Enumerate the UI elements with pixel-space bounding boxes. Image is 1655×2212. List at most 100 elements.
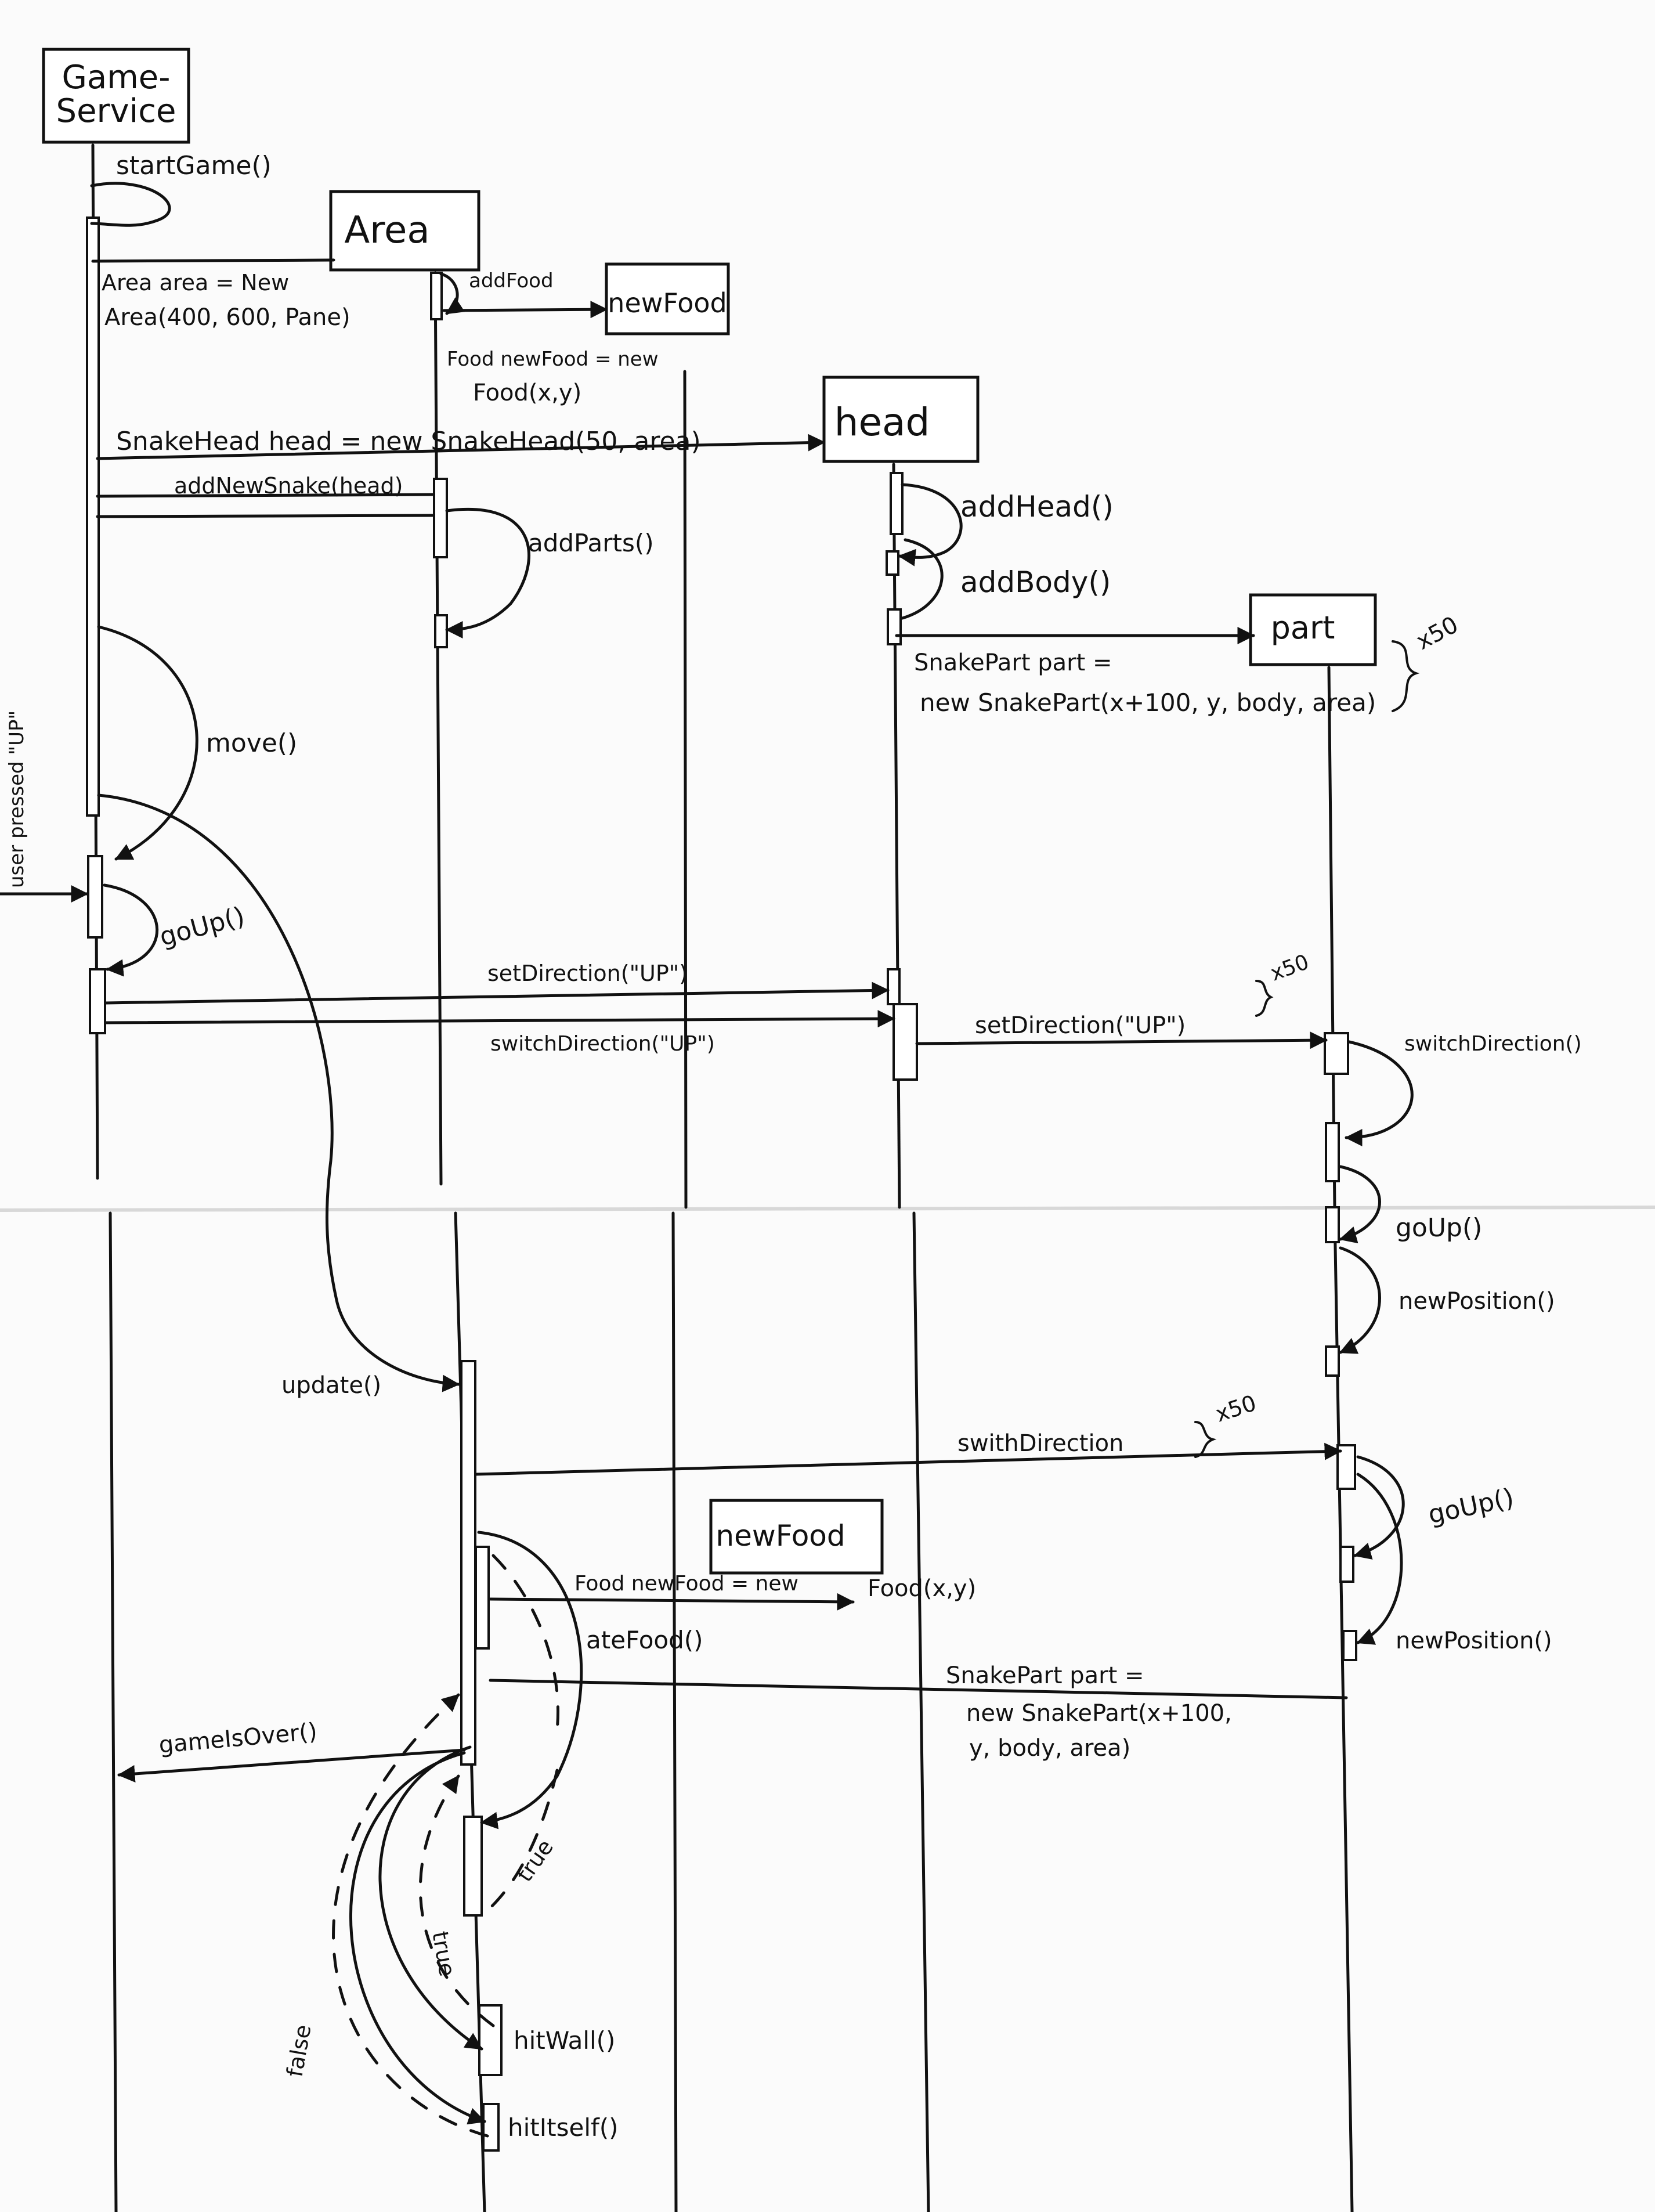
self-call-goup-2 [1339,1165,1381,1244]
label-snakehead-new: SnakeHead head = new SnakeHead(50, area) [116,427,701,456]
call-hititself [349,1751,486,2125]
label-update: update() [281,1372,381,1399]
label-newposition-2: newPosition() [1396,1628,1552,1654]
label-setdirection-2: setDirection("UP") [975,1012,1186,1039]
msg-setdirection-1 [104,981,890,1005]
self-call-newposition-1 [1339,1246,1381,1354]
activation-part-6 [1339,1546,1354,1583]
label-goup-1: goUp() [157,901,248,952]
label-true-2: true [427,1929,460,1978]
activation-area-4 [463,1816,483,1917]
label-x50-3: x50 [1212,1390,1259,1427]
label-hitwall: hitWall() [514,2026,615,2055]
brace-x50-1 [1392,640,1420,712]
activation-head-3 [887,608,902,645]
self-call-addfood [439,272,465,315]
label-food-new-2: Food(x,y) [473,380,581,406]
label-switchdirection-2: switchDirection() [1404,1032,1582,1056]
activation-area-update [460,1360,476,1766]
msg-create-area [91,258,335,263]
msg-swithdirection [474,1442,1342,1476]
activation-game-service-3 [89,968,106,1034]
activation-part-1 [1324,1032,1349,1075]
participant-game-service: Game-Service [42,48,190,144]
self-call-atefood [477,1531,583,1829]
msg-create-head [96,434,826,460]
activation-part-7 [1342,1630,1357,1661]
self-call-switchdirection [1345,1040,1414,1146]
activation-part-4 [1325,1345,1340,1377]
label-move: move() [206,728,297,758]
msg-setdirection-2 [915,1031,1328,1049]
label-false: false [282,2023,316,2079]
call-hitwall [378,1745,483,2051]
lifeline-part-lower [1333,1211,1354,2212]
return-true-3 [418,1774,495,2027]
label-food-new-3: Food newFood = new [574,1572,798,1596]
activation-area-3 [434,614,448,648]
self-call-goup-1 [103,883,158,977]
activation-game-service-2 [87,855,103,939]
label-area-new-1: Area area = New [102,270,289,295]
label-addfood: addFood [469,269,554,293]
label-snakepart-new-2: new SnakePart(x+100, y, body, area) [920,688,1376,717]
participant-area: Area [329,190,480,272]
lifeline-head-upper [892,463,901,1209]
label-snakepart-new-1: SnakePart part = [914,649,1112,676]
label-snakepart-new-4: new SnakePart(x+100, [966,1700,1232,1727]
activation-head-5 [892,1003,918,1081]
label-addbody: addBody() [960,565,1111,599]
msg-addnewsnake-2 [96,514,434,518]
lifeline-head-lower [912,1211,930,2212]
label-atefood: ateFood() [586,1626,703,1654]
participant-newfood-bottom: newFood [709,1499,884,1575]
label-goup-3: goUp() [1426,1483,1517,1530]
participant-head: head [822,376,980,463]
label-newposition-1: newPosition() [1399,1288,1555,1315]
call-update [97,793,460,1392]
activation-head-2 [886,550,899,576]
msg-create-newfood [489,1593,855,1611]
activation-head-1 [890,472,904,535]
msg-addfood [442,301,608,319]
label-goup-2: goUp() [1396,1213,1482,1243]
participant-newfood-top: newFood [605,262,730,335]
activation-area-1 [430,272,443,320]
label-user-pressed: user pressed "UP" [5,710,28,888]
lifeline-area-upper [433,271,443,1186]
brace-x50-2 [1255,980,1274,1017]
lifeline-newfood-lower [671,1211,678,2212]
label-x50-2: x50 [1267,950,1312,986]
msg-create-part-2 [489,1679,1348,1699]
self-call-startgame [90,182,171,227]
label-setdirection-1: setDirection("UP") [487,961,688,986]
participant-part: part [1249,593,1377,666]
lifeline-part-upper [1327,666,1336,1209]
label-addhead: addHead() [960,490,1114,524]
participant-area-label: Area [344,209,429,252]
self-call-goup-3 [1353,1455,1405,1560]
label-area-new-2: Area(400, 600, Pane) [104,304,350,331]
activation-area-hititself [482,2103,500,2152]
activation-part-2 [1325,1122,1340,1182]
label-hititself: hitItself() [508,2113,619,2142]
label-snakepart-new-5: y, body, area) [969,1735,1130,1762]
label-swithdirection: swithDirection [957,1430,1123,1457]
self-call-addhead [898,483,963,566]
lifeline-newfood-upper [683,370,688,1209]
self-call-newposition-2 [1356,1473,1403,1645]
participant-newfood-bottom-label: newFood [716,1519,845,1553]
return-true-1 [492,1554,560,1731]
label-startgame: startGame() [116,151,272,181]
activation-area-atefood [475,1546,490,1650]
return-true-2 [480,1769,559,1917]
activation-head-4 [887,968,901,1005]
return-false [332,1693,489,2138]
label-food-new-3b: Food(x,y) [868,1575,976,1602]
label-snakepart-new-3: SnakePart part = [946,1662,1144,1689]
msg-gameisover [117,1748,466,1782]
participant-head-label: head [834,400,930,445]
label-x50-1: x50 [1412,611,1462,655]
label-true-1: true [511,1835,558,1886]
